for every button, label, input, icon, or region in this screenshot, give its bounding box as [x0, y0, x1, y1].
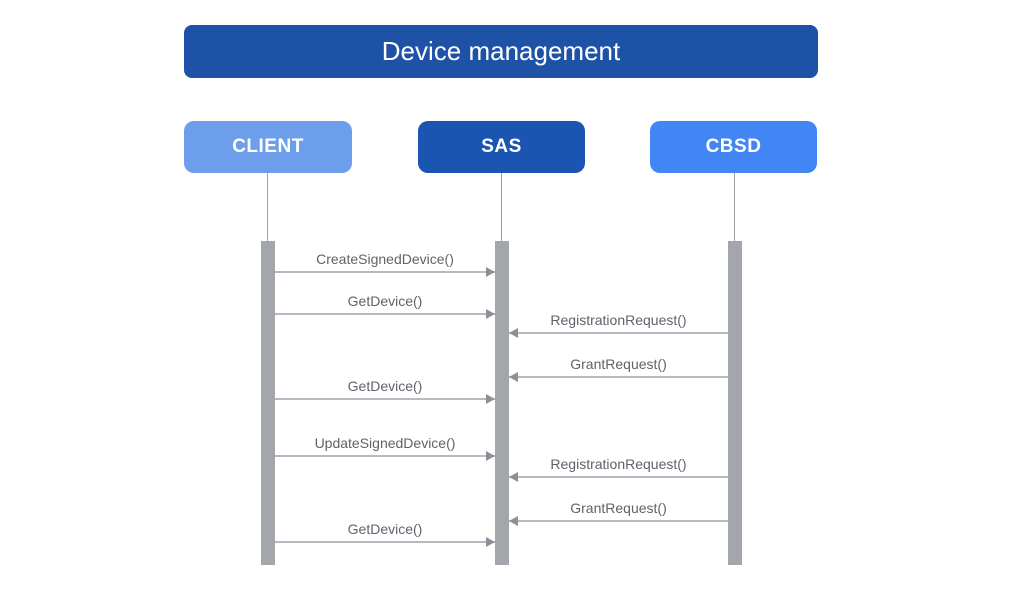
lifeline-sas: [501, 173, 502, 241]
diagram-title-label: Device management: [381, 36, 621, 66]
message-arrow: [275, 538, 495, 546]
message-label: GetDevice(): [347, 293, 423, 309]
message-label: GrantRequest(): [570, 500, 667, 516]
message-label: UpdateSignedDevice(): [314, 435, 456, 451]
message-arrow: [509, 329, 728, 337]
actor-client-label: CLIENT: [232, 136, 304, 157]
actor-cbsd-label: CBSD: [705, 136, 762, 157]
message-label: GetDevice(): [347, 521, 423, 537]
message-arrow: [509, 373, 728, 381]
activation-bar-sas: [495, 241, 509, 565]
message-arrow: [275, 452, 495, 460]
actor-cbsd: CBSD: [650, 121, 817, 173]
message-arrow: [509, 473, 728, 481]
message-arrow: [275, 310, 495, 318]
diagram-title: Device management: [184, 25, 818, 78]
actor-sas: SAS: [418, 121, 585, 173]
message-arrow: [509, 517, 728, 525]
message-arrow: [275, 395, 495, 403]
actor-client: CLIENT: [184, 121, 352, 173]
message-label: RegistrationRequest(): [550, 456, 687, 472]
message-label: CreateSignedDevice(): [316, 251, 454, 267]
lifeline-client: [267, 173, 268, 241]
actor-sas-label: SAS: [481, 136, 522, 157]
message-label: GrantRequest(): [570, 356, 667, 372]
message-label: RegistrationRequest(): [550, 312, 687, 328]
activation-bar-client: [261, 241, 275, 565]
message-label: GetDevice(): [347, 378, 423, 394]
message-arrow: [275, 268, 495, 276]
activation-bar-cbsd: [728, 241, 742, 565]
lifeline-cbsd: [734, 173, 735, 241]
